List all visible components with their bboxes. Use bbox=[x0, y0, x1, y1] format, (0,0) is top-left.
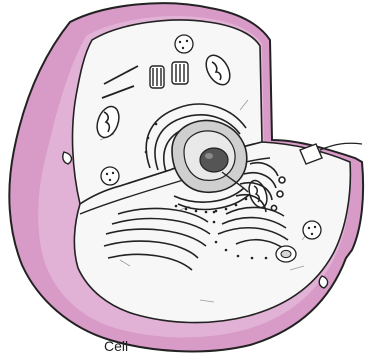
diagram-caption: Cell bbox=[104, 338, 128, 354]
membrane-notch-bottom bbox=[319, 276, 327, 288]
vacuole-icon bbox=[276, 246, 296, 262]
nucleolus-icon bbox=[200, 148, 228, 172]
